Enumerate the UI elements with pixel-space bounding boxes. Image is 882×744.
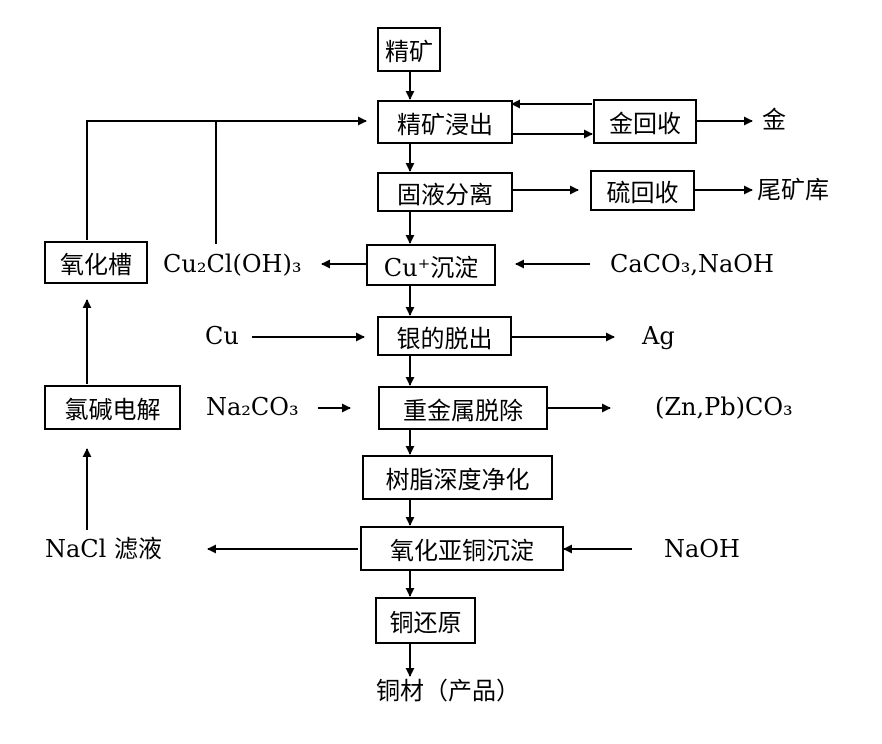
box-silver-removal: 银的脱出 bbox=[377, 316, 512, 356]
label-cu2cloh3: Cu₂Cl(OH)₃ bbox=[163, 250, 302, 278]
label-znpbco3: (Zn,Pb)CO₃ bbox=[655, 393, 793, 421]
box-leaching: 精矿浸出 bbox=[377, 100, 513, 144]
box-heavy-metal-removal: 重金属脱除 bbox=[378, 386, 548, 430]
box-concentrate: 精矿 bbox=[377, 27, 441, 72]
box-gold-recovery: 金回收 bbox=[593, 99, 697, 144]
label-cu: Cu bbox=[205, 322, 239, 350]
label-na2co3: Na₂CO₃ bbox=[206, 393, 299, 421]
box-resin-purification: 树脂深度净化 bbox=[362, 455, 553, 500]
box-oxidation-tank: 氧化槽 bbox=[44, 241, 148, 284]
box-cuprous-oxide-precipitation: 氧化亚铜沉淀 bbox=[360, 526, 564, 571]
label-copper-product: 铜材（产品） bbox=[376, 677, 520, 705]
label-nacl-filtrate: NaCl 滤液 bbox=[45, 535, 162, 563]
arrow-oxidation-to-leaching bbox=[86, 116, 367, 240]
label-ag: Ag bbox=[642, 322, 675, 350]
label-gold: 金 bbox=[762, 106, 786, 134]
box-copper-reduction: 铜还原 bbox=[375, 597, 476, 644]
label-naoh: NaOH bbox=[664, 535, 740, 563]
box-solid-liquid-separation: 固液分离 bbox=[377, 172, 513, 212]
label-caco3-naoh: CaCO₃,NaOH bbox=[610, 250, 774, 278]
label-tailings: 尾矿库 bbox=[757, 176, 829, 204]
box-sulfur-recovery: 硫回收 bbox=[590, 170, 695, 211]
box-cu-precipitation: Cu⁺沉淀 bbox=[366, 244, 496, 286]
box-chlor-alkali-electrolysis: 氯碱电解 bbox=[44, 385, 181, 430]
